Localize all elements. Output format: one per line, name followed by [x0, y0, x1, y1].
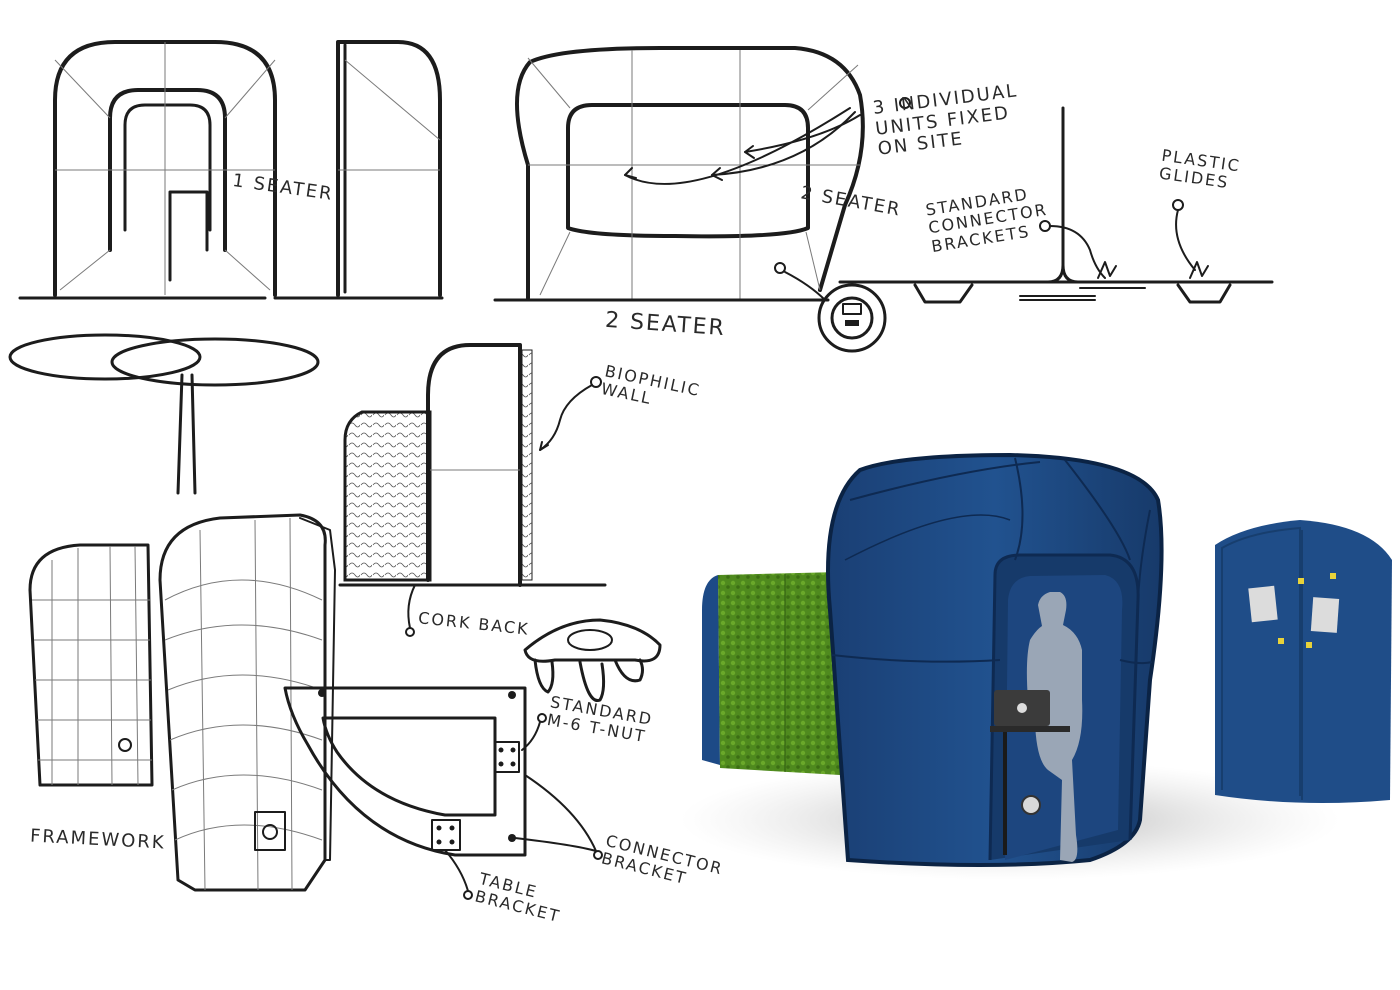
connector-bracket-detail — [838, 106, 1274, 304]
moss-wall-panel — [702, 572, 840, 775]
table-bracket-sketch — [283, 686, 603, 900]
pinboard-panel — [1215, 520, 1392, 804]
pod-framework-sketch — [158, 513, 336, 892]
side-table-sketch — [523, 618, 662, 702]
round-table-sketch — [8, 333, 320, 495]
one-seater-side-sketch — [273, 40, 444, 300]
biophilic-wall-sketch — [338, 343, 607, 637]
rendered-pod — [826, 452, 1164, 867]
framework-sketch — [28, 543, 154, 787]
two-seater-front-sketch — [493, 46, 911, 302]
power-socket-detail — [774, 262, 887, 353]
one-seater-front-sketch — [18, 40, 277, 300]
